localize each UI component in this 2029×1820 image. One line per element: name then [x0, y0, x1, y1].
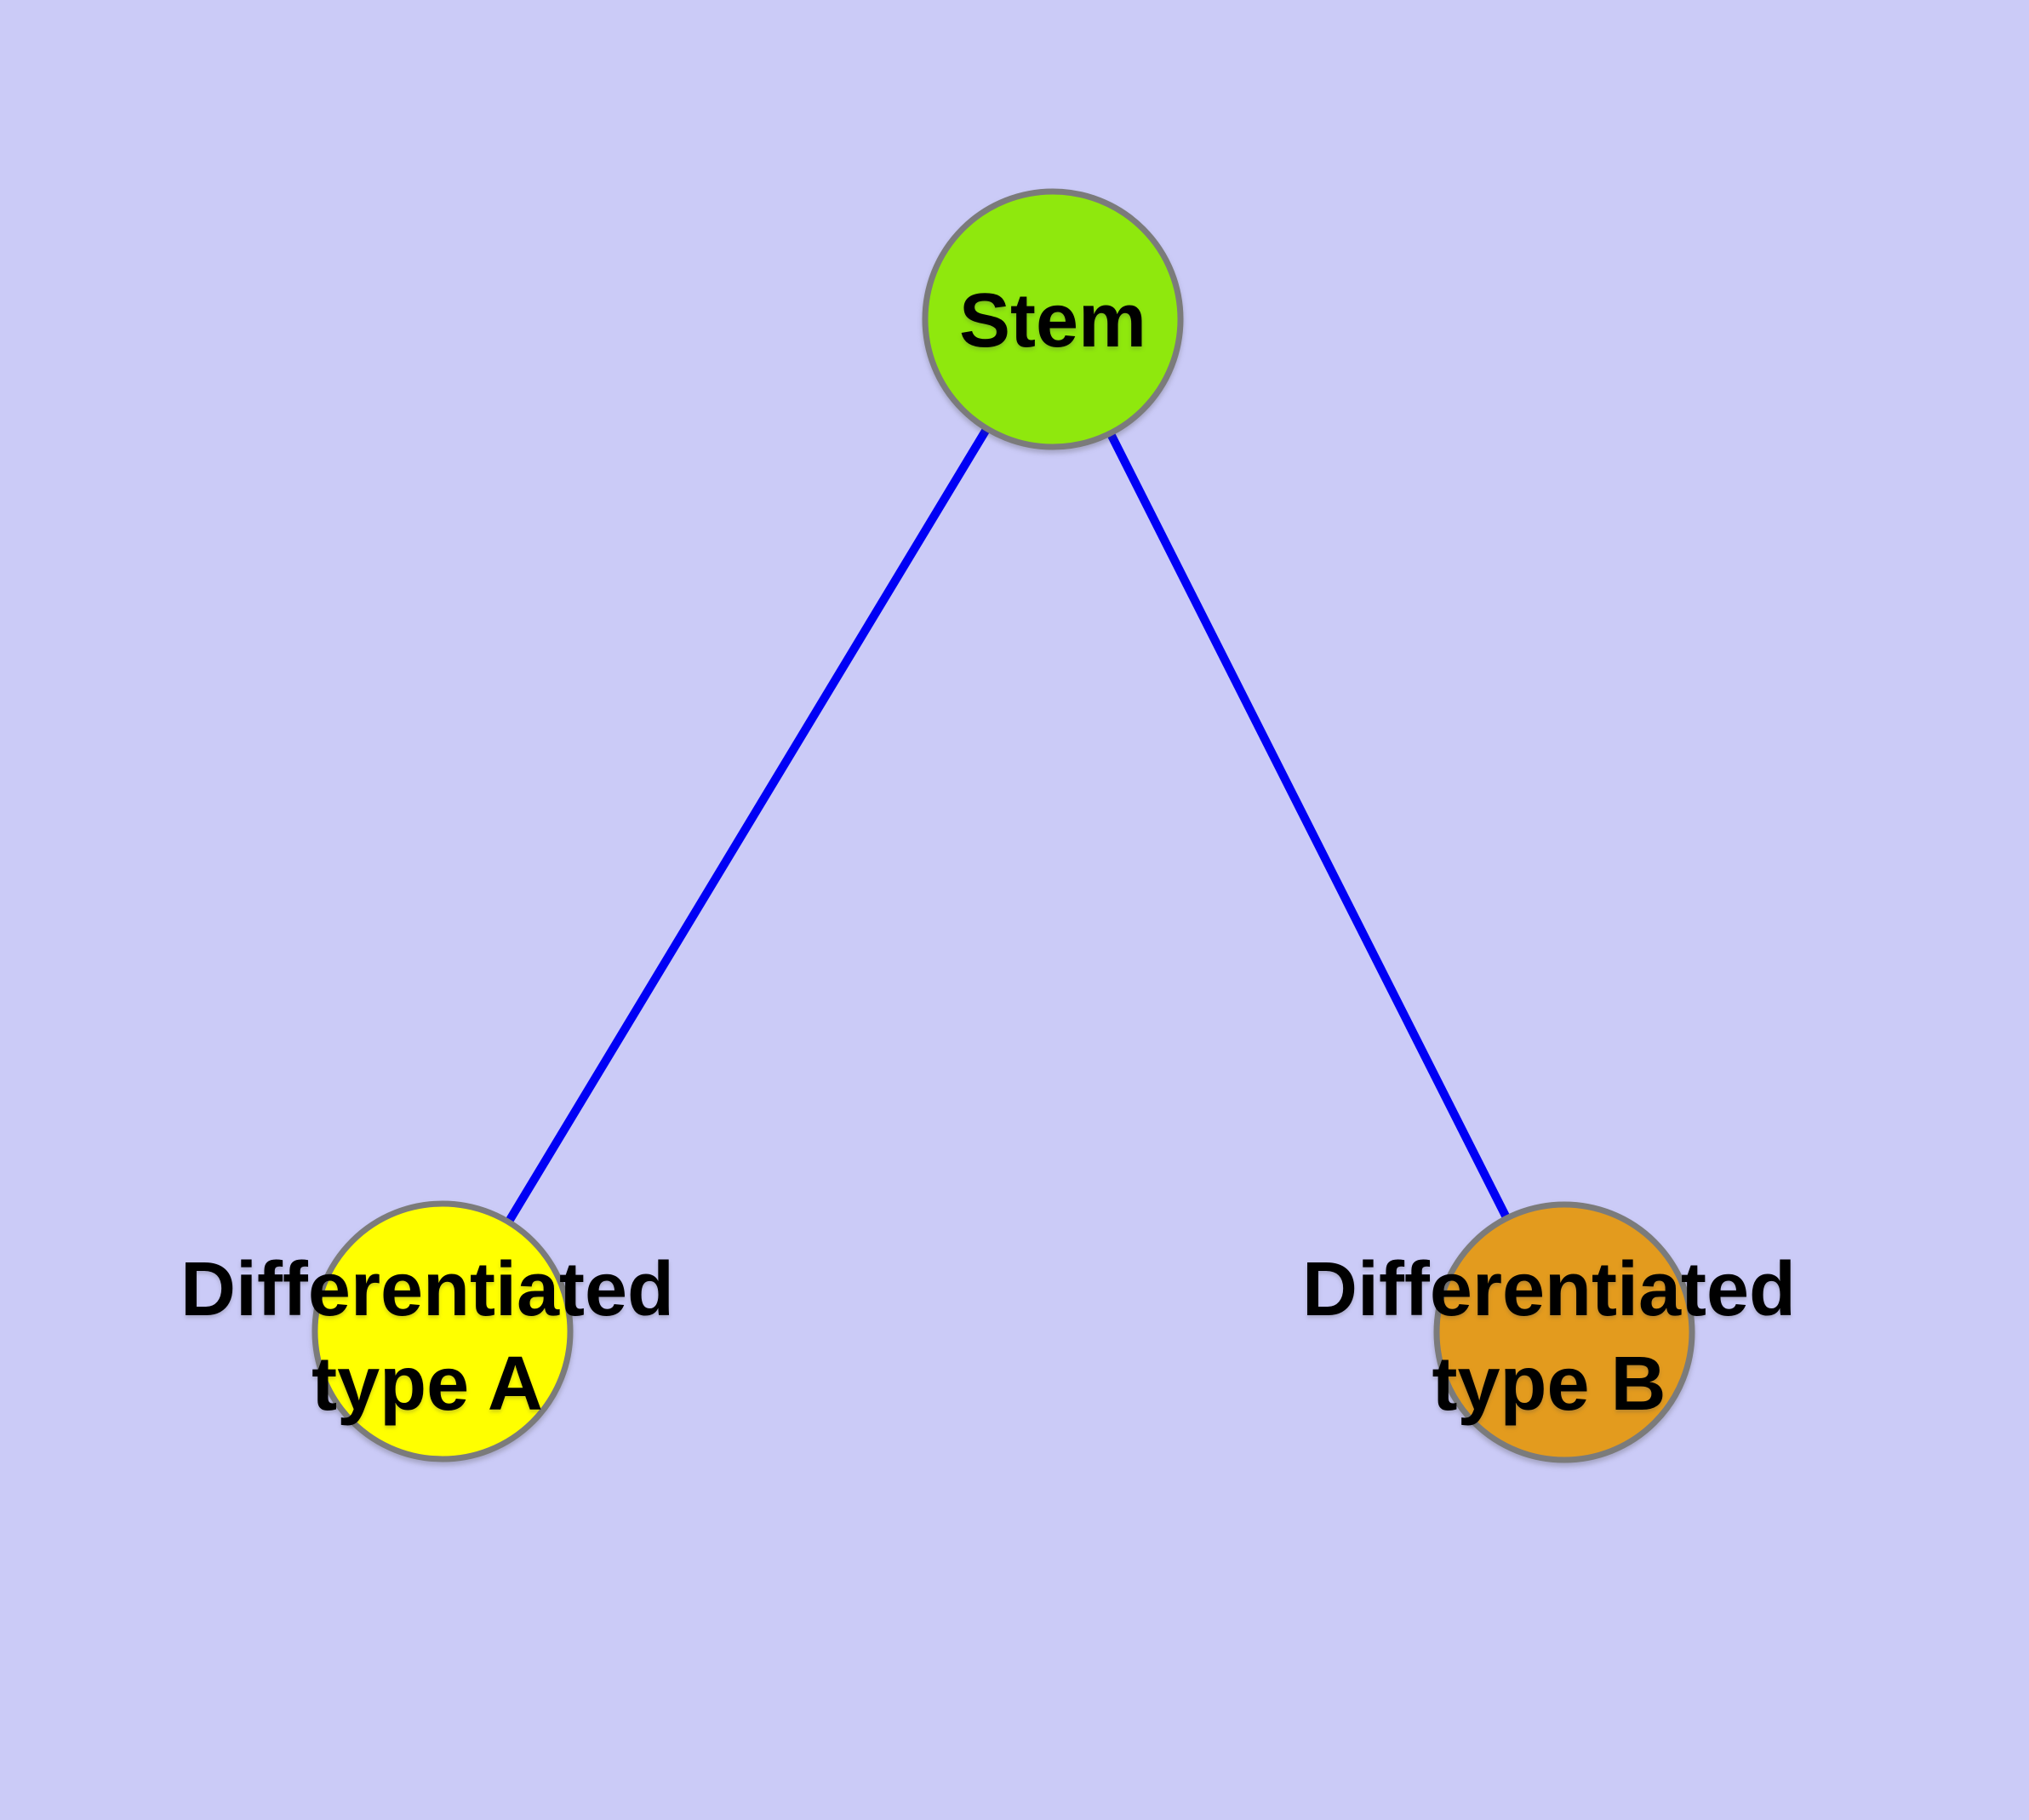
node-differentiated-b-label-line1: Differentiated: [1302, 1247, 1796, 1332]
node-differentiated-b-label-line2: type B: [1432, 1342, 1666, 1427]
edge-stem-to-type-a: [438, 317, 1057, 1334]
edge-stem-to-type-b: [1049, 317, 1569, 1335]
node-differentiated-a-label-line1: Differentiated: [180, 1247, 674, 1332]
node-differentiated-b-circle: [1433, 1201, 1695, 1463]
node-stem-circle: [922, 188, 1184, 450]
node-differentiated-a-label-line2: type A: [311, 1342, 543, 1427]
node-stem-label: Stem: [959, 278, 1146, 363]
node-differentiated-a-circle: [311, 1200, 574, 1462]
